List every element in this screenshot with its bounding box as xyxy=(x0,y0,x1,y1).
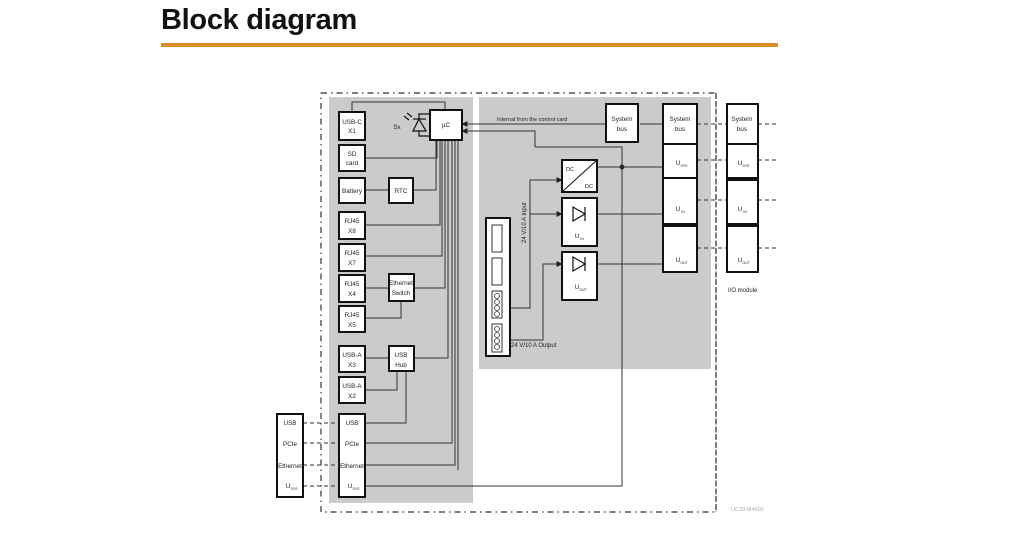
svg-text:U: U xyxy=(575,233,580,240)
svg-text:X5: X5 xyxy=(348,322,356,329)
diode-in-icon xyxy=(572,205,587,223)
svg-text:RJ45: RJ45 xyxy=(345,312,360,319)
svg-text:SYS: SYS xyxy=(742,164,750,168)
svg-text:USB: USB xyxy=(346,420,359,427)
svg-text:Hub: Hub xyxy=(395,362,407,369)
rtc-block xyxy=(388,177,414,204)
usb-hub-block xyxy=(388,345,415,372)
microcontroller-block xyxy=(429,109,463,141)
usba-x2-block xyxy=(338,376,366,404)
svg-text:X2: X2 xyxy=(348,393,356,400)
svg-text:bus: bus xyxy=(617,126,627,133)
svg-text:DC: DC xyxy=(566,167,574,173)
rtc-label: RTC xyxy=(395,188,408,195)
rj45-x7-block xyxy=(338,243,366,272)
svg-text:USB: USB xyxy=(284,420,297,427)
svg-text:RJ45: RJ45 xyxy=(345,250,360,257)
title-underline xyxy=(161,43,778,47)
svg-text:U: U xyxy=(676,257,681,264)
rj45-x4-block xyxy=(338,274,366,303)
svg-text:SYS: SYS xyxy=(680,164,688,168)
svg-text:X3: X3 xyxy=(348,362,356,369)
svg-text:RJ45: RJ45 xyxy=(345,281,360,288)
svg-text:System: System xyxy=(612,116,633,123)
svg-text:IN: IN xyxy=(681,210,685,214)
backplane-connector-block xyxy=(338,413,366,498)
svg-text:IN: IN xyxy=(580,237,584,241)
svg-text:USB-A: USB-A xyxy=(342,383,362,390)
system-bus-block-2 xyxy=(662,103,698,145)
svg-text:SYS: SYS xyxy=(290,487,298,491)
rj45-x5-block xyxy=(338,305,366,333)
usbc-label-1: USB-C xyxy=(342,119,362,126)
svg-text:System: System xyxy=(732,116,753,123)
svg-text:Ethernet: Ethernet xyxy=(278,463,302,470)
uc-label: µC xyxy=(442,122,451,129)
svg-text:U: U xyxy=(286,483,291,490)
svg-text:U: U xyxy=(738,257,743,264)
svg-text:OUT: OUT xyxy=(742,261,750,265)
svg-text:RJ45: RJ45 xyxy=(345,218,360,225)
svg-text:X7: X7 xyxy=(348,260,356,267)
svg-text:DC: DC xyxy=(585,184,593,190)
battery-block xyxy=(338,177,366,204)
svg-text:Ethernet: Ethernet xyxy=(340,463,364,470)
sd-label-1: SD xyxy=(348,151,357,158)
usbc-x1-block xyxy=(338,111,366,141)
svg-text:IN: IN xyxy=(743,210,747,214)
io-module-label: I/O module xyxy=(728,288,758,294)
sd-card-block xyxy=(338,144,366,172)
u-in-diode-block xyxy=(561,197,598,247)
svg-text:X1: X1 xyxy=(348,128,356,135)
usba-x3-block xyxy=(338,345,366,373)
external-connector-block xyxy=(276,413,304,498)
svg-text:Ethernet: Ethernet xyxy=(389,280,413,287)
rj45-x8-block xyxy=(338,211,366,240)
led-label: Sx xyxy=(393,124,401,131)
svg-text:U: U xyxy=(676,160,681,167)
io-system-bus-block xyxy=(726,103,759,145)
u-out-diode-block xyxy=(561,251,598,301)
svg-text:SYS: SYS xyxy=(352,487,360,491)
internal-label: Internal from the control card xyxy=(497,117,567,123)
battery-label: Battery xyxy=(342,188,363,195)
svg-text:X4: X4 xyxy=(348,291,356,298)
svg-text:U: U xyxy=(575,284,580,291)
svg-text:bus: bus xyxy=(737,126,747,133)
svg-text:bus: bus xyxy=(675,126,685,133)
svg-text:USB-A: USB-A xyxy=(342,352,362,359)
svg-text:U: U xyxy=(738,206,743,213)
svg-text:OUT: OUT xyxy=(579,288,587,292)
svg-text:U: U xyxy=(676,206,681,213)
ethernet-switch-block xyxy=(388,273,415,302)
svg-text:PCIe: PCIe xyxy=(345,441,359,448)
device-enclosure xyxy=(320,92,717,513)
figure-code: UC20-M4000 xyxy=(731,507,764,513)
svg-text:X8: X8 xyxy=(348,228,356,235)
svg-text:U: U xyxy=(738,160,743,167)
system-bus-block-1 xyxy=(605,103,639,143)
input-label: 24 V/10 A Input xyxy=(522,202,528,243)
svg-text:PCIe: PCIe xyxy=(283,441,297,448)
svg-text:USB: USB xyxy=(395,352,408,359)
svg-text:card: card xyxy=(346,160,359,167)
svg-text:U: U xyxy=(348,483,353,490)
svg-text:System: System xyxy=(670,116,691,123)
svg-text:OUT: OUT xyxy=(680,261,688,265)
svg-text:Switch: Switch xyxy=(392,290,411,297)
page-title: Block diagram xyxy=(161,4,357,36)
output-label: 24 V/10 A Output xyxy=(511,343,557,349)
diode-out-icon xyxy=(572,255,587,273)
